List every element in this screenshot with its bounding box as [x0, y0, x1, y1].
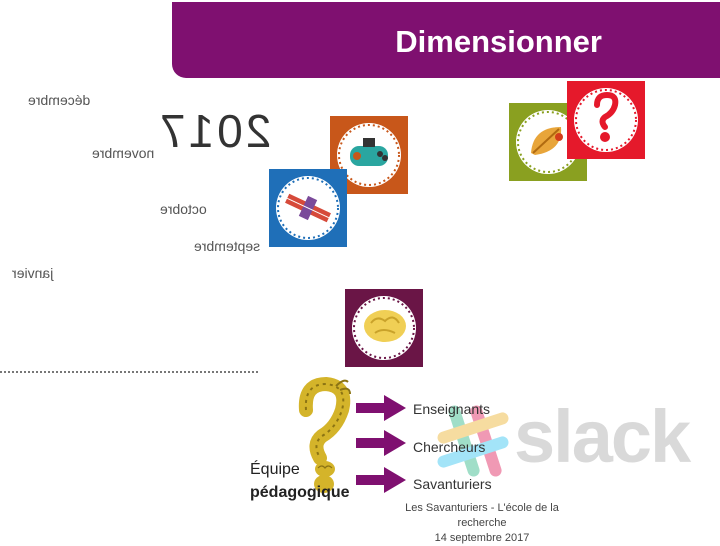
month-octobre: octobre [160, 201, 207, 217]
page-title: Dimensionner [395, 24, 602, 59]
slack-icon [437, 405, 509, 477]
satellite-icon [269, 169, 347, 247]
brain-badge [345, 289, 423, 367]
small-brain-icon [315, 461, 335, 477]
footer-line2: 14 septembre 2017 [434, 532, 530, 544]
mascot-icon [298, 376, 351, 493]
month-septembre: septembre [194, 238, 261, 254]
role-savanturiers: Savanturiers [413, 476, 492, 492]
footer-line1: Les Savanturiers - L'école de la recherc… [405, 502, 559, 529]
month-novembre: novembre [92, 145, 155, 161]
role-enseignants: Enseignants [413, 401, 491, 417]
month-janvier: janvier [12, 265, 54, 281]
arrow-savanturiers [356, 467, 406, 493]
question-badge [567, 81, 645, 159]
arrow-chercheurs [356, 430, 406, 456]
satellite-badge [269, 169, 347, 247]
brain-icon [345, 289, 423, 367]
month-decembre: décembre [28, 92, 91, 108]
slack-wordmark: slack [514, 395, 691, 478]
title-bar: Dimensionner [172, 2, 720, 78]
year-label: 2017 [157, 105, 272, 157]
question-mark-icon [567, 81, 645, 159]
timeline-divider [0, 371, 258, 373]
role-chercheurs: Chercheurs [413, 439, 486, 455]
footer: Les Savanturiers - L'école de la recherc… [382, 501, 582, 546]
arrow-enseignants [356, 395, 406, 421]
team-label: Équipe pédagogique [250, 461, 350, 501]
